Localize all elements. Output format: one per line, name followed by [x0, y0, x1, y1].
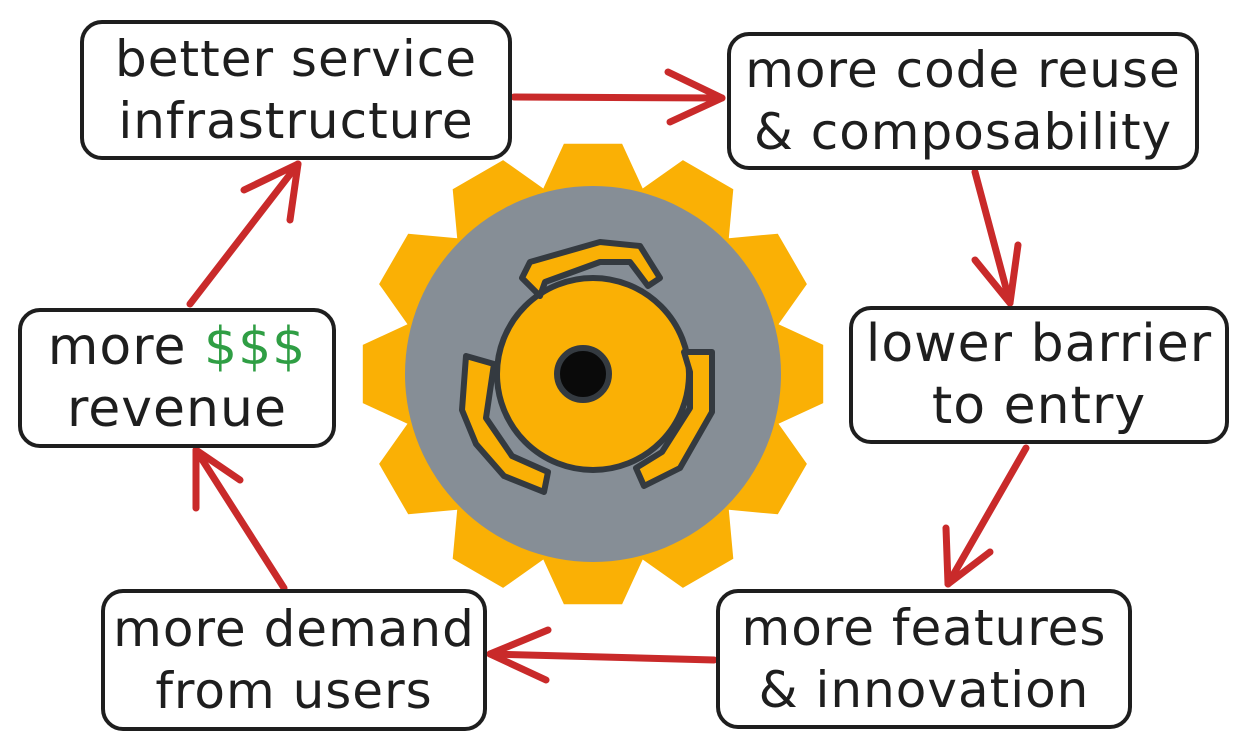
node-label-line: more $$$	[48, 316, 307, 378]
gear-segment-top	[519, 239, 663, 299]
gear-segment-left	[459, 353, 551, 495]
node-more-features-innovation: more features & innovation	[716, 589, 1132, 729]
arrow-reuse-to-barrier	[971, 168, 1022, 307]
node-better-service-infrastructure: better service infrastructure	[80, 20, 512, 160]
node-more-code-reuse: more code reuse & composability	[727, 32, 1199, 170]
node-more-revenue: more $$$ revenue	[18, 308, 336, 448]
node-label-line: to entry	[931, 376, 1147, 436]
node-label-line: revenue	[67, 379, 287, 439]
node-label-line: & composability	[753, 103, 1173, 161]
gear-axle-hole	[554, 345, 612, 403]
node-label-line: infrastructure	[118, 92, 474, 150]
arrow-demand-to-revenue	[192, 446, 288, 592]
node-label-line: lower barrier	[865, 314, 1213, 374]
arrow-revenue-to-infra	[186, 160, 302, 308]
node-label-line: more features	[741, 599, 1107, 657]
node-label-line: & innovation	[758, 661, 1090, 719]
node-label-line: better service	[114, 30, 478, 88]
node-label-line: from users	[155, 662, 433, 720]
arrow-infra-to-reuse	[510, 68, 726, 126]
node-more-demand-from-users: more demand from users	[101, 589, 487, 731]
gear-segment-right	[633, 349, 715, 489]
node-lower-barrier-to-entry: lower barrier to entry	[849, 306, 1229, 444]
node-label-prefix: more	[47, 317, 204, 377]
node-label-line: more demand	[113, 600, 475, 658]
money-label: $$$	[203, 317, 307, 377]
arrow-barrier-to-features	[942, 444, 1030, 588]
node-label-line: more code reuse	[745, 41, 1181, 99]
arrow-features-to-demand	[486, 626, 718, 684]
